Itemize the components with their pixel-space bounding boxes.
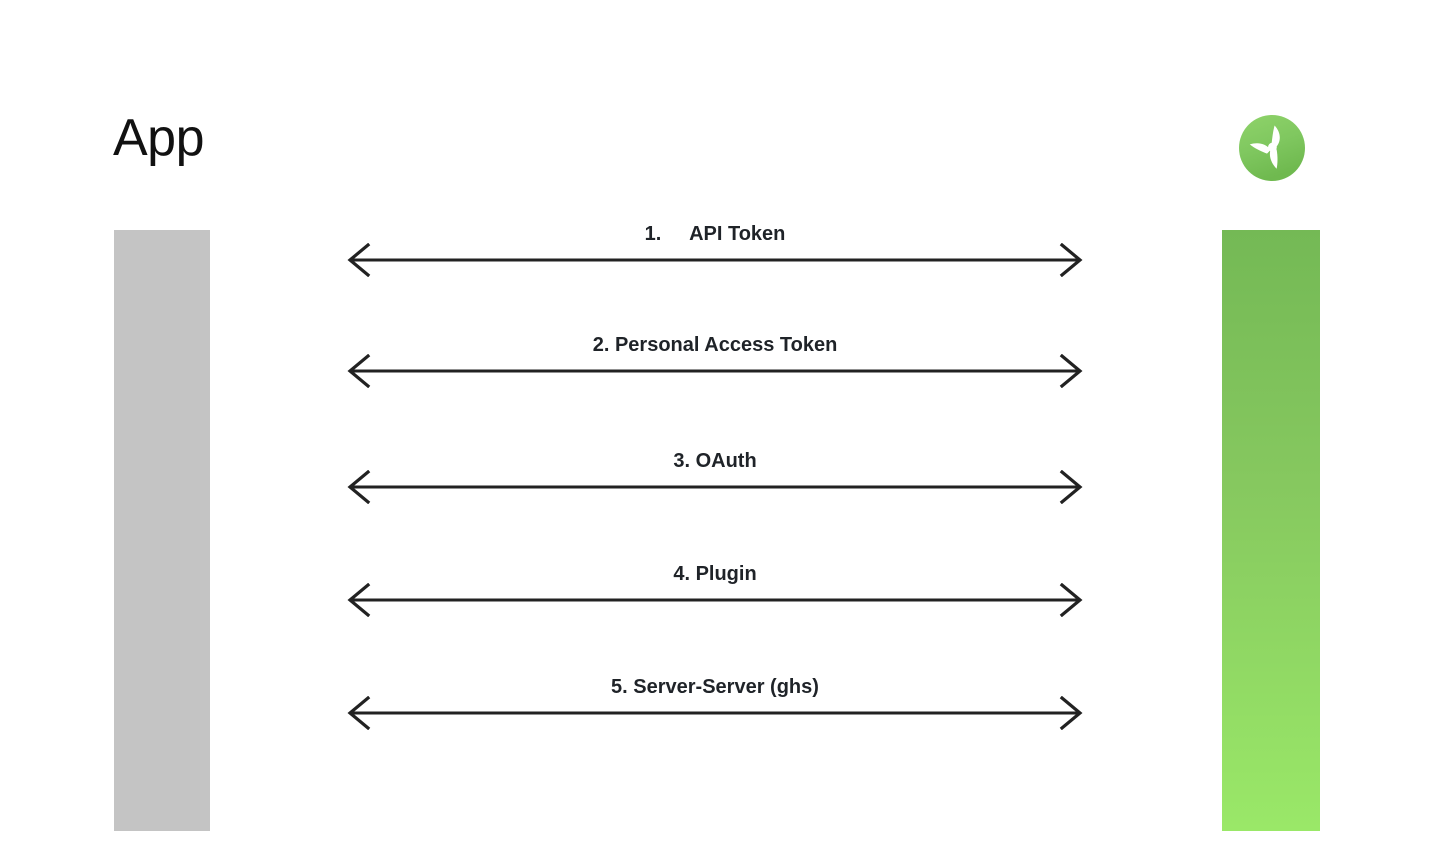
propeller-logo-icon (1236, 112, 1308, 184)
app-lifeline-bar (114, 230, 210, 831)
bidirectional-arrow-icon (347, 243, 1083, 277)
app-actor-title: App (113, 109, 205, 167)
message-label: 5. Server-Server (ghs) (611, 676, 819, 698)
message-label: 3. OAuth (673, 450, 757, 472)
bidirectional-arrow-icon (347, 354, 1083, 388)
message-label: 2. Personal Access Token (592, 334, 838, 356)
bidirectional-arrow-icon (347, 696, 1083, 730)
message-label: 1. API Token (644, 223, 786, 245)
bidirectional-arrow-icon (347, 583, 1083, 617)
bidirectional-arrow-icon (347, 470, 1083, 504)
service-lifeline-bar (1222, 230, 1320, 831)
message-label: 4. Plugin (673, 563, 757, 585)
